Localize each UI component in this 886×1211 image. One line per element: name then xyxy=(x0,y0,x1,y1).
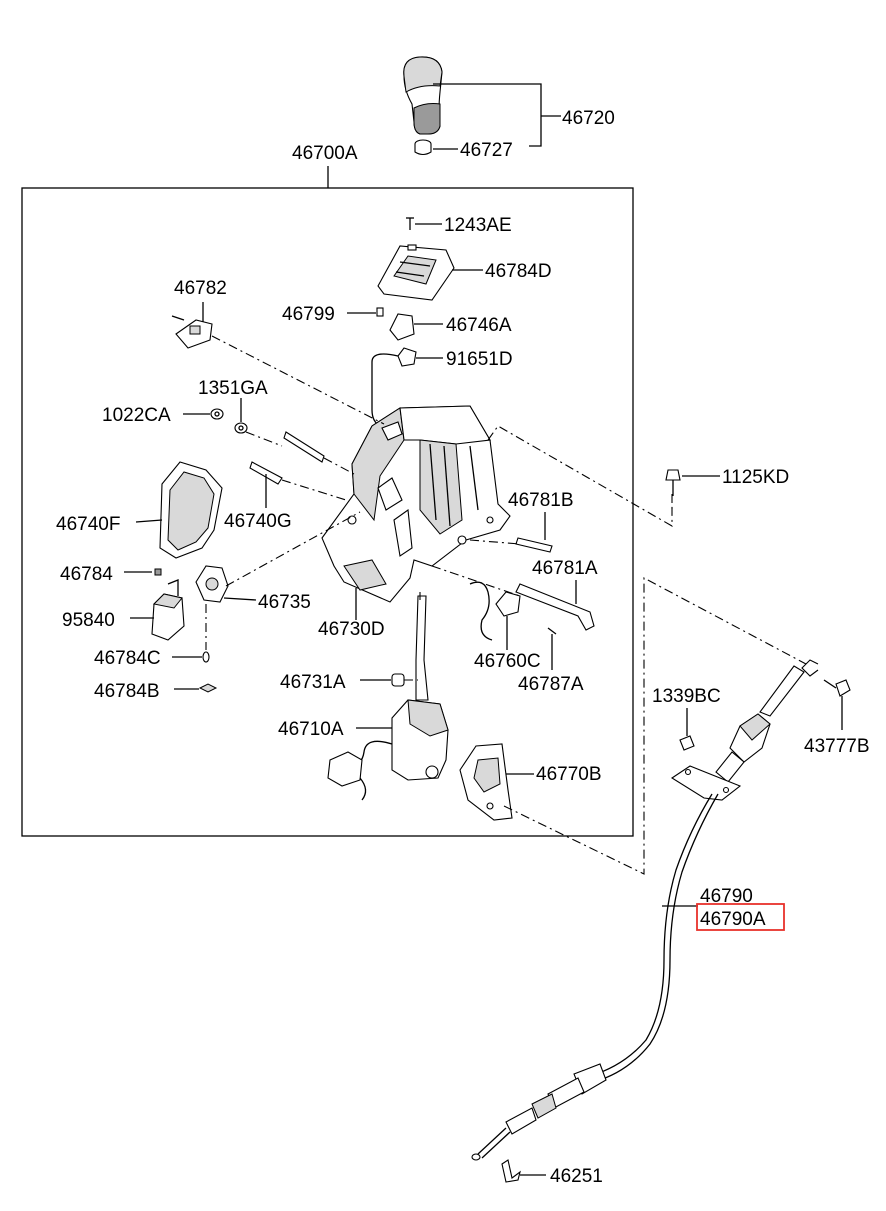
stopper-46731a xyxy=(360,673,405,687)
label-46740f: 46740F xyxy=(56,514,120,535)
shift-knob xyxy=(403,56,443,135)
label-46782: 46782 xyxy=(174,278,227,299)
label-46730d: 46730D xyxy=(318,619,385,640)
label-46760c: 46760C xyxy=(474,651,541,672)
label-46787a: 46787A xyxy=(518,674,584,695)
label-46784b: 46784B xyxy=(94,681,160,702)
bolt-1339bc-icon xyxy=(679,708,695,751)
shifter-base-46730d xyxy=(321,405,511,620)
label-1243ae: 1243AE xyxy=(444,215,512,236)
pin-46781b xyxy=(515,512,553,553)
label-91651d: 91651D xyxy=(446,349,513,370)
pin-46781a xyxy=(515,580,595,631)
highlight-box-46790a xyxy=(696,903,785,931)
pin-set xyxy=(249,431,325,508)
sensor-46735 xyxy=(195,565,257,603)
label-46784c: 46784C xyxy=(94,648,161,669)
label-46784: 46784 xyxy=(60,564,113,585)
screw-1243ae-icon xyxy=(406,217,442,230)
label-46700a: 46700A xyxy=(292,143,358,164)
harness-46760c xyxy=(469,581,521,650)
label-1125kd: 1125KD xyxy=(722,467,789,488)
label-1351ga: 1351GA xyxy=(198,378,268,399)
label-46781b: 46781B xyxy=(508,490,574,511)
washer-1351ga-icon xyxy=(234,398,248,434)
indicator-plate-46784d xyxy=(377,244,483,301)
label-46740g: 46740G xyxy=(224,511,292,532)
label-46790: 46790 xyxy=(700,886,753,907)
label-43777b: 43777B xyxy=(804,736,870,757)
pin-46784c xyxy=(172,604,210,663)
clip-46799-icon xyxy=(347,307,384,317)
switch-46782 xyxy=(171,302,213,349)
solenoid-95840 xyxy=(130,579,185,641)
label-95840: 95840 xyxy=(62,610,115,631)
label-46790a[interactable]: 46790A xyxy=(700,909,766,930)
label-46710a: 46710A xyxy=(278,719,344,740)
label-46799: 46799 xyxy=(282,304,335,325)
label-46735: 46735 xyxy=(258,592,311,613)
label-46770b: 46770B xyxy=(536,764,602,785)
clip-46784-icon xyxy=(124,568,162,576)
cover-46740f xyxy=(135,461,223,559)
shift-cable-46790 xyxy=(471,659,819,1161)
label-1022ca: 1022CA xyxy=(102,405,171,426)
lever-rod xyxy=(415,595,429,701)
label-46727: 46727 xyxy=(460,140,513,161)
screw-46787a-icon xyxy=(547,627,557,670)
pad-46784b-icon xyxy=(174,683,218,693)
bracket-46746a xyxy=(389,313,443,341)
knob-cap xyxy=(414,139,432,156)
label-1339bc: 1339BC xyxy=(652,686,721,707)
label-46720: 46720 xyxy=(562,108,615,129)
lever-assembly-46710a xyxy=(327,699,449,801)
label-46781a: 46781A xyxy=(532,558,598,579)
bracket-46720 xyxy=(433,83,542,147)
bolt-1125kd-icon xyxy=(665,469,720,496)
bracket-46770b xyxy=(459,743,534,821)
label-46784d: 46784D xyxy=(485,261,552,282)
clip-43777b-icon xyxy=(823,679,851,730)
label-46251: 46251 xyxy=(550,1166,603,1187)
washer-1022ca-icon xyxy=(183,408,224,420)
label-46746a: 46746A xyxy=(446,315,512,336)
dashed-guide-lines xyxy=(211,335,807,875)
label-46731a: 46731A xyxy=(280,672,346,693)
clip-46251-icon xyxy=(501,1159,546,1183)
